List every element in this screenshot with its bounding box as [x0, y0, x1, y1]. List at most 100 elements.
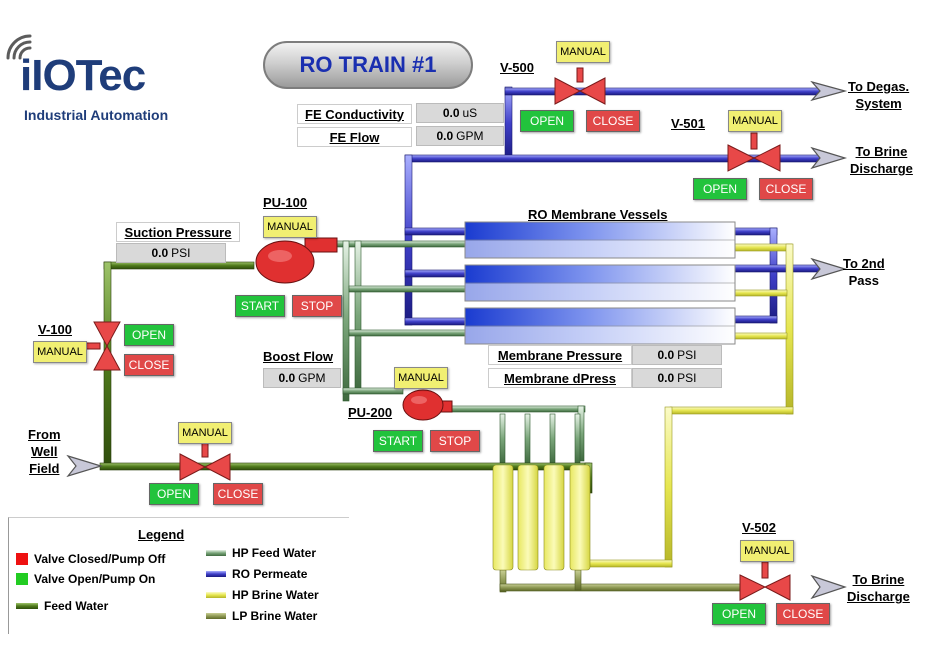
dest-brine-discharge-2: To Brine Discharge — [847, 571, 910, 605]
source-well-line3: Field — [29, 461, 60, 476]
source-well-field: From Well Field — [28, 426, 61, 477]
membrane-vessels — [464, 221, 736, 345]
membrane-pressure-unit: PSI — [677, 348, 697, 362]
dest-brine2-line1: To Brine — [852, 572, 905, 587]
fe-flow-readout: 0.0 GPM — [416, 126, 504, 146]
pump-pu100-manual-button[interactable]: MANUAL — [263, 216, 317, 238]
fe-conductivity-readout: 0.0 uS — [416, 103, 504, 123]
logo-signal-icon — [6, 34, 32, 60]
boost-flow-unit: GPM — [298, 371, 326, 385]
valve-v100-tag: V-100 — [38, 322, 72, 337]
legend-item-feed-water: Feed Water — [44, 599, 109, 613]
membrane-dpress-value: 0.0 — [657, 371, 675, 385]
pump-pu100-stop-button[interactable]: STOP — [292, 295, 342, 317]
boost-flow-value: 0.0 — [278, 371, 296, 385]
arrow-to-brine-2 — [810, 574, 847, 600]
pump-pu200-tag: PU-200 — [348, 405, 393, 420]
membrane-dpress-unit: PSI — [677, 371, 697, 385]
valve-v100-body — [85, 321, 121, 371]
dest-2nd-line1: To 2nd — [843, 256, 885, 271]
valve-v500-body — [554, 67, 606, 105]
dest-2nd-line2: Pass — [848, 273, 879, 288]
valve-v501-close-button[interactable]: CLOSE — [759, 178, 813, 200]
membrane-dpress-readout: 0.0 PSI — [632, 368, 722, 388]
dest-brine1-line1: To Brine — [855, 144, 908, 159]
valve-v100-open-button[interactable]: OPEN — [124, 324, 174, 346]
page-title: RO TRAIN #1 — [263, 41, 473, 89]
legend-item-valve-open: Valve Open/Pump On — [34, 572, 156, 586]
valve-v500-manual-button[interactable]: MANUAL — [556, 41, 610, 63]
pump-pu200-body — [402, 389, 453, 421]
permeate-piping — [404, 86, 826, 326]
valve-inlet-body — [179, 442, 231, 481]
valve-v500-close-button[interactable]: CLOSE — [586, 110, 640, 132]
dest-brine-discharge-1: To Brine Discharge — [850, 143, 913, 177]
suction-pressure-unit: PSI — [171, 246, 191, 260]
legend-item-hp-feed: HP Feed Water — [232, 546, 317, 560]
arrow-to-2nd-pass — [810, 257, 848, 281]
membrane-pressure-label: Membrane Pressure — [488, 345, 632, 365]
legend-item-valve-closed: Valve Closed/Pump Off — [34, 552, 166, 566]
fe-conductivity-label: FE Conductivity — [297, 104, 412, 124]
suction-pressure-readout: 0.0 PSI — [116, 243, 226, 263]
source-well-line2: Well — [31, 444, 58, 459]
logo-brand: iIOTec — [20, 51, 146, 100]
dest-degas-line1: To Degas. — [848, 79, 910, 94]
valve-v501-manual-button[interactable]: MANUAL — [728, 110, 782, 132]
dest-second-pass: To 2nd Pass — [843, 255, 885, 289]
pump-pu200-stop-button[interactable]: STOP — [430, 430, 480, 452]
legend-title: Legend — [138, 527, 185, 542]
dest-degas-system: To Degas. System — [848, 78, 909, 112]
fe-flow-value: 0.0 — [436, 129, 454, 143]
legend-item-ro-permeate: RO Permeate — [232, 567, 308, 581]
valve-v502-tag: V-502 — [742, 520, 776, 535]
dest-brine2-line2: Discharge — [847, 589, 910, 604]
valve-v502-close-button[interactable]: CLOSE — [776, 603, 830, 625]
source-well-line1: From — [28, 427, 61, 442]
suction-pressure-value: 0.0 — [151, 246, 169, 260]
fe-conductivity-unit: uS — [462, 106, 478, 120]
valve-v502-open-button[interactable]: OPEN — [712, 603, 766, 625]
membrane-dpress-label: Membrane dPress — [488, 368, 632, 388]
valve-v100-manual-button[interactable]: MANUAL — [33, 341, 87, 363]
membrane-vessels-label: RO Membrane Vessels — [528, 207, 668, 222]
pump-pu100-start-button[interactable]: START — [235, 295, 285, 317]
valve-v100-close-button[interactable]: CLOSE — [124, 354, 174, 376]
valve-v501-tag: V-501 — [671, 116, 705, 131]
membrane-pressure-readout: 0.0 PSI — [632, 345, 722, 365]
fe-conductivity-value: 0.0 — [442, 106, 460, 120]
pump-pu100-tag: PU-100 — [263, 195, 308, 210]
arrow-to-degas — [810, 80, 848, 102]
cartridge-filters — [492, 464, 591, 571]
valve-inlet-manual-button[interactable]: MANUAL — [178, 422, 232, 444]
pump-pu200-start-button[interactable]: START — [373, 430, 423, 452]
fe-flow-label: FE Flow — [297, 127, 412, 147]
valve-v500-open-button[interactable]: OPEN — [520, 110, 574, 132]
valve-v502-manual-button[interactable]: MANUAL — [740, 540, 794, 562]
boost-flow-readout: 0.0 GPM — [263, 368, 341, 388]
pump-pu200-manual-button[interactable]: MANUAL — [394, 367, 448, 389]
legend-swatches — [16, 550, 226, 619]
company-logo: iIOTec Industrial Automation — [20, 52, 180, 124]
dest-degas-line2: System — [855, 96, 902, 111]
membrane-pressure-value: 0.0 — [657, 348, 675, 362]
valve-inlet-close-button[interactable]: CLOSE — [213, 483, 263, 505]
valve-v502-body — [739, 561, 791, 601]
legend — [8, 517, 349, 634]
hp-feed-piping — [329, 240, 586, 465]
boost-flow-label: Boost Flow — [263, 349, 334, 364]
suction-pressure-label: Suction Pressure — [116, 222, 240, 242]
lp-brine-piping — [499, 569, 751, 593]
arrow-to-brine-1 — [810, 146, 848, 170]
legend-item-lp-brine: LP Brine Water — [232, 609, 318, 623]
dest-brine1-line2: Discharge — [850, 161, 913, 176]
fe-flow-unit: GPM — [456, 129, 484, 143]
valve-v500-tag: V-500 — [500, 60, 534, 75]
valve-inlet-open-button[interactable]: OPEN — [149, 483, 199, 505]
flow-arrows — [66, 80, 848, 600]
valve-v501-body — [727, 132, 781, 172]
logo-tagline: Industrial Automation — [24, 107, 169, 123]
arrow-from-well — [66, 454, 104, 478]
valve-v501-open-button[interactable]: OPEN — [693, 178, 747, 200]
